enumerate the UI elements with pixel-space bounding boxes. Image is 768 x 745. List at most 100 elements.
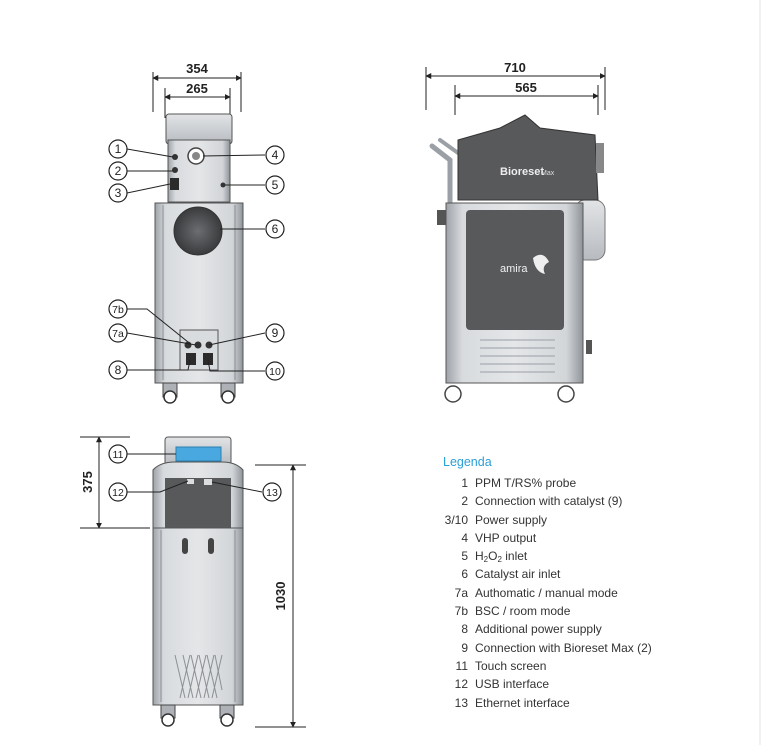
legend-item-number: 7b: [454, 604, 468, 619]
legend-item-label: BSC / room mode: [475, 604, 571, 619]
catalyst-air-inlet: [173, 206, 223, 256]
rear-body: [152, 527, 244, 706]
callout-9: 9: [265, 323, 285, 343]
callout-7b-label: 7b: [112, 304, 124, 316]
legend-formula-part: 2: [483, 555, 489, 565]
callout-4: 4: [265, 145, 285, 165]
dimension-354-label: 354: [186, 61, 208, 76]
ethernet-port: [204, 479, 212, 485]
legend-item-label: Connection with Bioreset Max (2): [475, 640, 652, 655]
legend-formula-part: inlet: [501, 549, 528, 564]
dimension-565-label: 565: [515, 80, 537, 95]
legend-item-label: Connection with catalyst (9): [475, 494, 623, 509]
legend-item-label: Catalyst air inlet: [475, 567, 561, 582]
legend-item-number: 5: [461, 549, 468, 564]
legend-item-number: 6: [461, 567, 468, 582]
bioreset-top-unit: [457, 114, 599, 201]
legend-item-label: Authomatic / manual mode: [475, 585, 618, 600]
callout-4-label: 4: [272, 148, 279, 162]
callout-11-label: 11: [113, 449, 124, 461]
callout-8: 8: [108, 360, 128, 380]
dimension-1030: 1030: [255, 464, 306, 728]
callout-13-label: 13: [266, 487, 278, 499]
dimension-354: 354: [152, 61, 242, 112]
h2o2-inlet-port: [220, 182, 226, 188]
catalyst-port: [172, 167, 178, 173]
amira-panel: [466, 210, 564, 330]
legend-item: 12 USB interface: [443, 675, 743, 693]
callout-13: 13: [262, 482, 282, 502]
legend-item-number: 7a: [454, 585, 468, 600]
legend-item: 9 Connection with Bioreset Max (2): [443, 639, 743, 657]
legend-item-number: 11: [455, 658, 468, 673]
legend-item: 13 Ethernet interface: [443, 694, 743, 712]
power-switch: [170, 178, 179, 190]
callout-1-label: 1: [115, 142, 122, 156]
rear-vent-grille: [174, 654, 223, 699]
dimension-375-label: 375: [80, 471, 95, 493]
legend-item-label: Additional power supply: [475, 622, 602, 637]
dimension-710-label: 710: [504, 60, 526, 75]
dimension-565: 565: [454, 80, 599, 115]
legend-title: Legenda: [443, 455, 492, 469]
callout-10-label: 10: [269, 366, 281, 378]
legend-item: 8 Additional power supply: [443, 620, 743, 638]
side-handle: [429, 143, 453, 208]
legend-item: 6 Catalyst air inlet: [443, 565, 743, 583]
legend-item-number: 9: [461, 640, 468, 655]
legend-item: 4 VHP output: [443, 529, 743, 547]
legend-item-number: 8: [461, 622, 468, 637]
bioreset-logo: Bioreset: [500, 166, 544, 178]
legend-item-label: VHP output: [475, 530, 537, 545]
amira-brand: amira: [500, 263, 528, 275]
front-view: 354 265: [126, 61, 266, 404]
legend-item-label: USB interface: [475, 677, 550, 692]
legend-item-number: 1: [461, 476, 468, 490]
legend-item-label: H2O2 inlet: [475, 547, 527, 565]
callout-9-label: 9: [272, 326, 279, 340]
legend-item-number: 12: [454, 677, 468, 692]
legend-item-number: 4: [461, 530, 468, 545]
legend-item-number: 3/10: [444, 512, 468, 527]
legend-item-number: 13: [454, 695, 468, 710]
bioreset-logo-suffix: Max: [541, 170, 555, 177]
dimension-1030-label: 1030: [273, 582, 288, 611]
callout-1: 1: [108, 139, 128, 159]
dimension-265-label: 265: [186, 81, 208, 96]
callout-10: 10: [265, 361, 285, 381]
callout-3-label: 3: [115, 186, 122, 200]
callout-7b: 7b: [108, 299, 128, 319]
legend-item-label: Ethernet interface: [475, 695, 570, 710]
dimension-375: 375: [80, 436, 150, 529]
legend-item: 7a Authomatic / manual mode: [443, 584, 743, 602]
callout-5-label: 5: [272, 178, 279, 192]
legend-item: 11 Touch screen: [443, 657, 743, 675]
probe-port: [172, 154, 178, 160]
legend-item-label: Power supply: [475, 512, 548, 527]
dimension-265: 265: [164, 81, 231, 118]
callout-7a-label: 7a: [112, 328, 124, 340]
legend-item-label: Touch screen: [475, 658, 547, 673]
callout-6-label: 6: [272, 222, 279, 236]
callout-3: 3: [108, 183, 128, 203]
callout-11: 11: [108, 444, 128, 464]
rear-dark-panel: [165, 478, 231, 528]
touch-screen: [175, 446, 222, 462]
callout-12: 12: [108, 482, 128, 502]
legend-formula-part: O: [488, 549, 498, 564]
rear-view: 375 1030: [80, 436, 306, 728]
callout-7a: 7a: [108, 323, 128, 343]
callout-2-label: 2: [115, 164, 122, 178]
legend-formula-part: H: [475, 549, 484, 564]
legend-item: 7b BSC / room mode: [443, 602, 743, 620]
side-view: 710 565 Bioreset Max amira: [425, 60, 606, 403]
legend-formula-part: 2: [497, 555, 502, 565]
callout-12-label: 12: [112, 487, 124, 499]
dimension-710: 710: [425, 60, 606, 110]
